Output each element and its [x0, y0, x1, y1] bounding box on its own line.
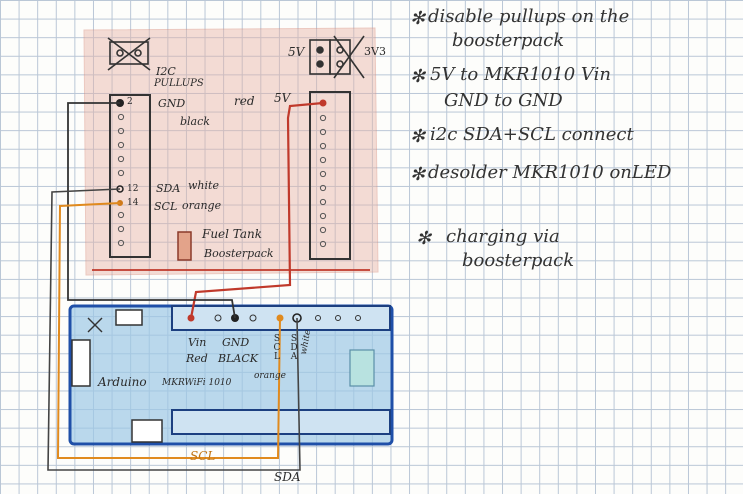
battery-connector	[71, 339, 91, 387]
booster-white-label: white	[188, 179, 219, 192]
fuel-tank-label: Fuel Tank	[202, 227, 263, 241]
booster-orange-label: orange	[182, 199, 222, 212]
boosterpack-label: Boosterpack	[204, 247, 274, 260]
note-4-bullet: ✻	[410, 164, 426, 185]
note-3-line-1: i2c SDA+SCL connect	[430, 124, 634, 145]
red-shading	[83, 27, 379, 276]
note-2-line-2: GND to GND	[444, 90, 563, 111]
note-2-bullet: ✻	[410, 66, 426, 87]
note-5-line-1: charging via	[446, 226, 560, 247]
antenna-module	[349, 349, 375, 387]
note-1-line-1: disable pullups on the	[428, 6, 630, 27]
note-5-bullet: ✻	[416, 228, 432, 249]
booster-left-header	[109, 94, 151, 258]
pin-2-label: 2	[127, 97, 133, 107]
desoldered-led-icon	[87, 317, 103, 333]
note-3-bullet: ✻	[410, 126, 426, 147]
arduino-name-label: Arduino	[98, 375, 147, 389]
usb-port	[115, 309, 143, 326]
booster-sda-label: SDA	[156, 182, 181, 195]
arduino-gnd-label: GND	[222, 336, 250, 349]
black-wire-gnd	[67, 102, 236, 319]
note-4-line-1: desolder MKR1010 onLED	[428, 162, 672, 183]
booster-black-label: black	[180, 115, 210, 128]
jumper-3v3-label: 3V3	[364, 45, 386, 58]
note-2-line-1: 5V to MKR1010 Vin	[430, 64, 611, 85]
booster-5v-label: 5V	[274, 91, 291, 105]
arduino-scl-vert-label: SCL	[272, 334, 282, 361]
jumper-icon	[309, 35, 365, 79]
pin-14-label: 14	[127, 198, 139, 208]
arduino-red-label: Red	[186, 352, 208, 365]
note-5-line-2: boosterpack	[462, 250, 575, 271]
arduino-top-pins	[187, 313, 361, 323]
pullups-label: PULLUPS	[154, 78, 204, 89]
booster-red-label: red	[234, 94, 255, 108]
arduino-black-label: BLACK	[218, 352, 258, 365]
booster-gnd-label: GND	[158, 97, 186, 110]
right-header-pins	[319, 114, 327, 248]
red-wire-5v-vin	[189, 101, 324, 319]
arduino-orange-label: orange	[254, 371, 286, 381]
arduino-bottom-header	[171, 409, 391, 435]
battery-jack	[131, 419, 163, 443]
fuel-tank-connector	[177, 231, 192, 261]
pullups-crossed-icon	[107, 37, 151, 71]
bottom-scl-label: SCL	[190, 449, 216, 463]
jumper-5v-label: 5V	[288, 45, 305, 59]
sda-wire	[47, 188, 301, 471]
note-1-line-2: boosterpack	[452, 30, 565, 51]
arduino-vin-label: Vin	[188, 336, 207, 349]
arduino-sda-vert-label: SDA	[289, 334, 299, 361]
pin-12-label: 12	[127, 184, 139, 194]
left-header-pins	[117, 113, 125, 247]
scl-wire	[56, 202, 281, 459]
note-1-bullet: ✻	[410, 8, 426, 29]
booster-right-header	[309, 91, 351, 260]
bottom-sda-label: SDA	[274, 470, 301, 484]
booster-scl-label: SCL	[154, 200, 178, 213]
i2c-label: I2C	[156, 65, 176, 78]
arduino-model-label: MKRWiFi 1010	[162, 378, 232, 388]
